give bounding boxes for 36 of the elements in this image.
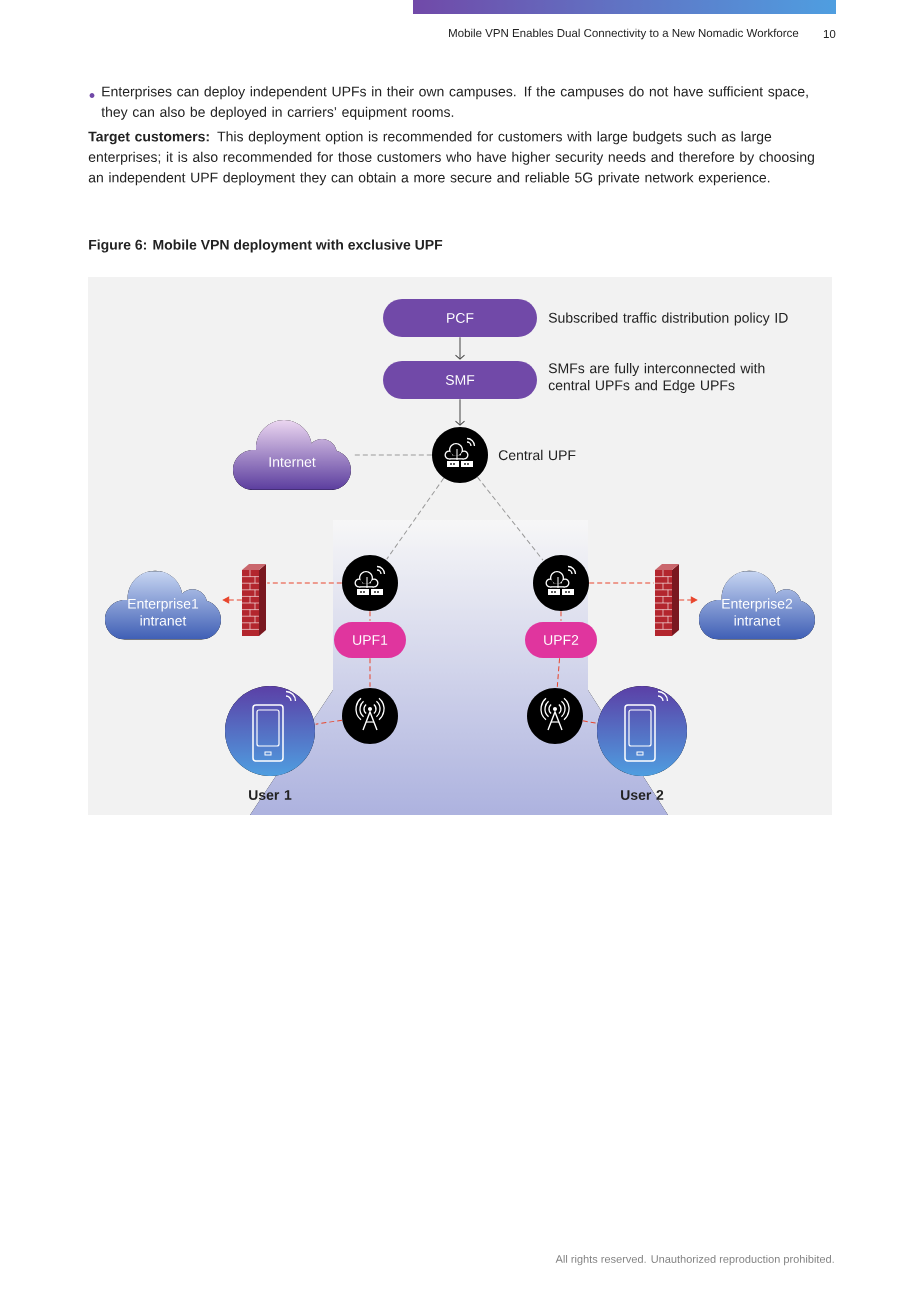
running-header: Mobile VPN Enables Dual Connectivity to a New Nomadic Workforce (449, 28, 799, 40)
connector (476, 476, 544, 561)
connector (266, 582, 343, 584)
arrow (455, 336, 465, 360)
annotation: Subscribed traffic distribution policy ID (548, 312, 788, 326)
connector (556, 657, 561, 688)
annotation: Central UPF (498, 449, 576, 461)
connector (386, 477, 445, 560)
user-label: User 1 (249, 790, 292, 800)
upf-icon (432, 427, 488, 483)
antenna-icon (527, 688, 583, 744)
arrow (678, 596, 698, 604)
connector (560, 610, 562, 622)
upf-icon (342, 555, 398, 611)
connector (315, 719, 343, 725)
annotation: SMFs are fully interconnected with central UPFs and Edge UPFs (548, 363, 765, 394)
firewall-icon (654, 564, 679, 636)
connector (588, 582, 655, 584)
antenna-icon (342, 688, 398, 744)
copyright-note: All rights reserved. Unauthorized reproduction prohibited. (555, 1254, 834, 1266)
upf-box: UPF1 (334, 622, 406, 658)
upf-box: UPF2 (525, 622, 597, 658)
paragraph: Target customers: This deployment option is recommended for customers with large budgets such as large enterprises; it is also recommended for those customers who have higher security needs and therefore by choosing an independent UPF deployment they can obtain a more secure and reliable 5G private network experience. (88, 131, 814, 186)
paragraph: Enterprises can deploy independent UPFs in their own campuses. If the campuses do not have sufficient space, they can also be deployed in carriers’ equipment rooms. (101, 86, 808, 120)
firewall-icon (241, 564, 266, 636)
connector (582, 720, 597, 724)
function-box: SMF (383, 361, 537, 399)
connector (369, 610, 371, 622)
figure-title: Figure 6: Mobile VPN deployment with exclusive UPF (89, 239, 443, 253)
arrow (455, 398, 465, 426)
user-label: User 2 (621, 790, 664, 800)
function-box: PCF (383, 299, 537, 337)
connector (369, 657, 371, 688)
arrow (222, 596, 243, 604)
upf-icon (533, 555, 589, 611)
page-number: 10 (823, 29, 836, 39)
